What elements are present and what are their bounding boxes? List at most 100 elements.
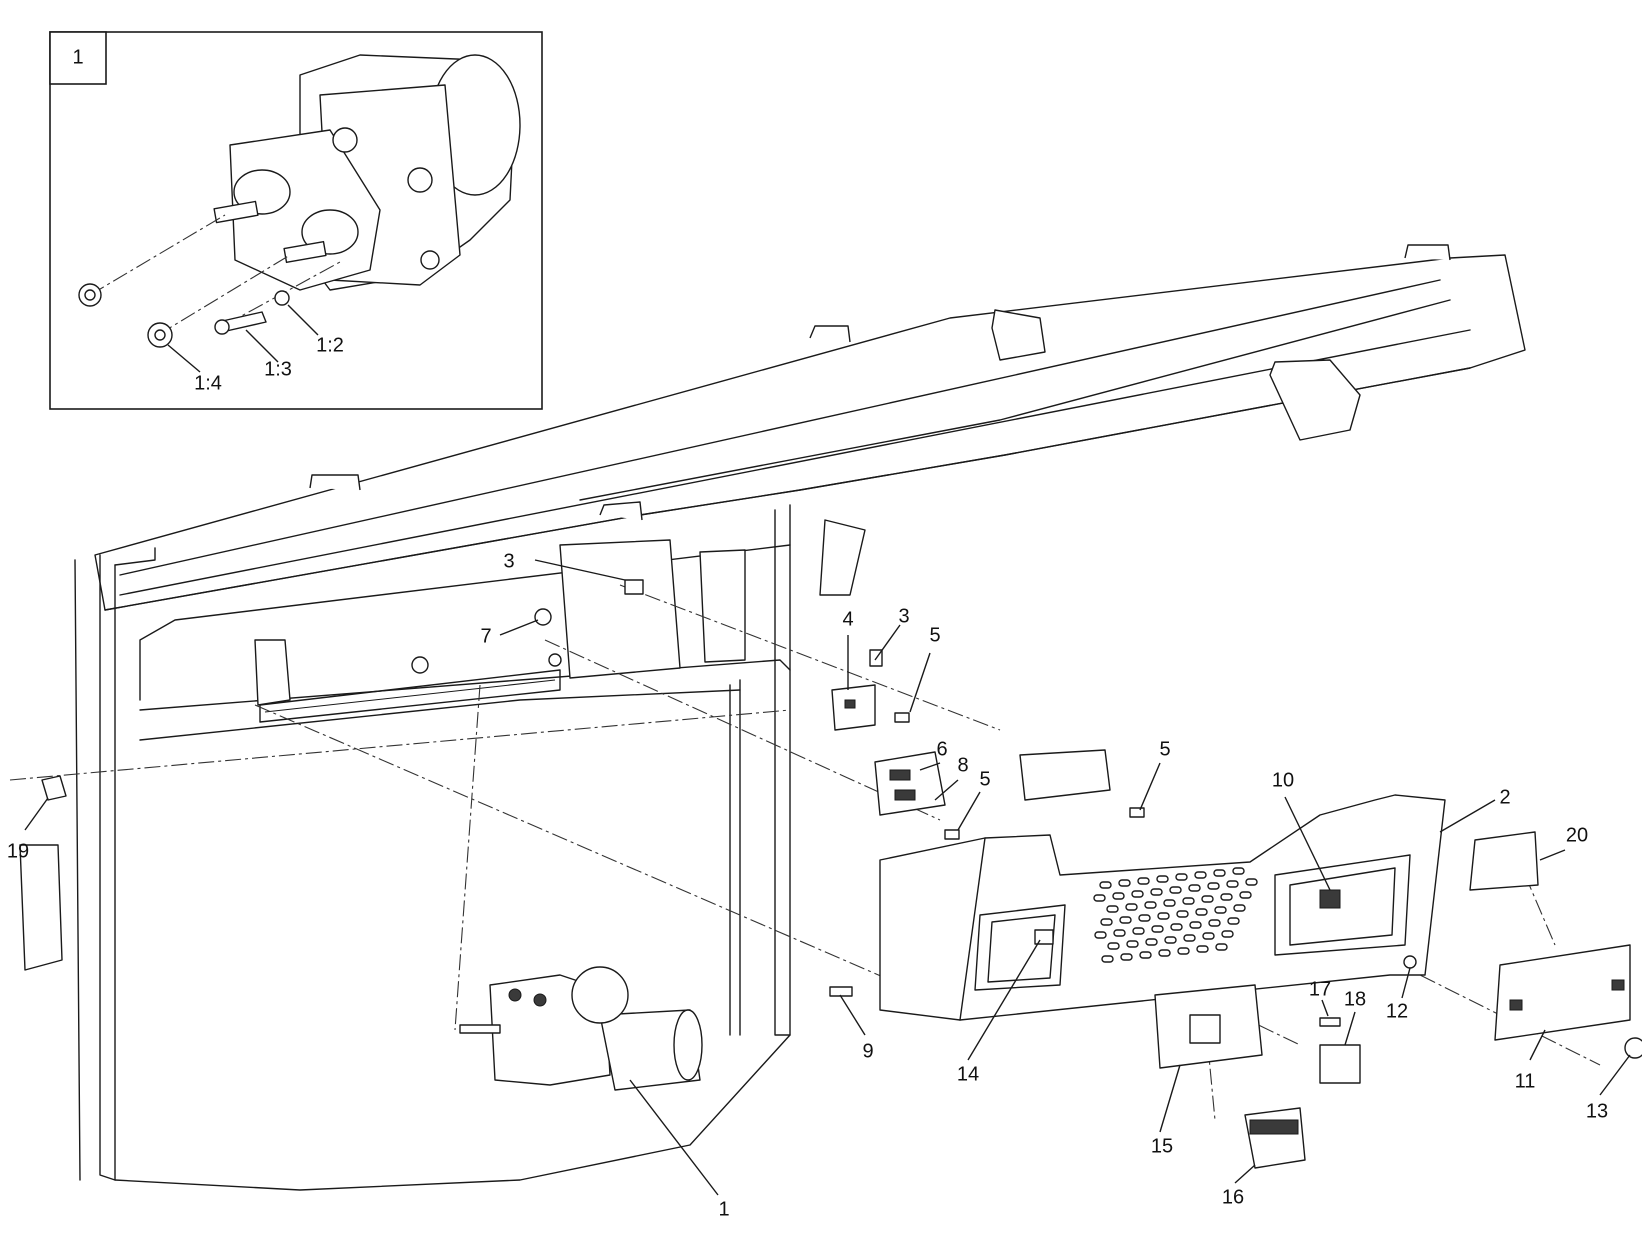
part-cover-plate-11 <box>1494 944 1631 1041</box>
callout-7: 7 <box>480 625 491 647</box>
callout-20: 20 <box>1566 824 1588 846</box>
vent-hole <box>1202 932 1215 940</box>
part-bezel-15 <box>1154 984 1263 1069</box>
vent-hole <box>1201 895 1214 903</box>
part-label-20 <box>1469 831 1539 891</box>
vent-hole <box>1208 919 1221 927</box>
callout-6: 6 <box>936 738 947 760</box>
vent-hole <box>1213 869 1226 877</box>
part-wiper-motor <box>459 966 703 1091</box>
callout-5b: 5 <box>1159 738 1170 760</box>
callout-3a: 3 <box>503 550 514 572</box>
vent-hole <box>1188 884 1201 892</box>
callout-4: 4 <box>842 608 853 630</box>
vent-hole <box>1176 910 1189 918</box>
vent-hole <box>1138 914 1151 922</box>
callout-9: 9 <box>862 1040 873 1062</box>
vent-hole <box>1101 955 1114 963</box>
vent-hole <box>1189 921 1202 929</box>
callout-16: 16 <box>1222 1186 1244 1208</box>
vent-hole <box>1158 949 1171 957</box>
vent-hole <box>1156 875 1169 883</box>
vent-hole <box>1220 893 1233 901</box>
vent-hole <box>1093 894 1106 902</box>
callout-18: 18 <box>1344 988 1366 1010</box>
vent-hole <box>1125 903 1138 911</box>
vent-hole <box>1120 953 1133 961</box>
vent-hole <box>1196 945 1209 953</box>
part-screw-9 <box>829 986 853 997</box>
vent-hole <box>1226 880 1239 888</box>
vent-hole <box>1195 908 1208 916</box>
vent-hole <box>1150 888 1163 896</box>
vent-hole <box>1094 931 1107 939</box>
part-label-18 <box>1319 1044 1361 1084</box>
vent-hole <box>1137 877 1150 885</box>
vent-hole <box>1175 873 1188 881</box>
vent-hole <box>1183 934 1196 942</box>
vent-hole <box>1107 942 1120 950</box>
part-screw-17 <box>1319 1017 1341 1027</box>
vent-hole <box>1144 901 1157 909</box>
callout-8: 8 <box>957 754 968 776</box>
vent-hole <box>1112 892 1125 900</box>
inset-callout-1-2: 1:2 <box>316 334 344 356</box>
vent-hole <box>1100 918 1113 926</box>
part-clip-19 <box>41 775 67 801</box>
part-knob-13 <box>1624 1037 1642 1059</box>
callout-14: 14 <box>957 1063 979 1085</box>
part-connector <box>1019 749 1111 801</box>
part-mount-14 <box>1034 929 1054 945</box>
vent-hole <box>1233 904 1246 912</box>
callout-17: 17 <box>1309 978 1331 1000</box>
inset-callout-1-3: 1:3 <box>264 358 292 380</box>
part-screws-5 <box>894 712 1145 840</box>
vent-hole <box>1119 916 1132 924</box>
part-rocker-switch-16 <box>1244 1107 1306 1169</box>
part-plug-7 <box>534 608 552 626</box>
callout-15: 15 <box>1151 1135 1173 1157</box>
callout-11: 11 <box>1515 1070 1536 1092</box>
inset-title: 1 <box>72 46 83 68</box>
callout-19: 19 <box>7 840 29 862</box>
vent-hole <box>1169 886 1182 894</box>
vent-hole <box>1170 923 1183 931</box>
callout-10: 10 <box>1272 769 1294 791</box>
leader-lines <box>24 559 1631 1196</box>
vent-hole <box>1207 882 1220 890</box>
callout-5c: 5 <box>979 768 990 790</box>
callout-12: 12 <box>1386 1000 1408 1022</box>
inset-callout-1-4: 1:4 <box>194 372 222 394</box>
vent-hole <box>1106 905 1119 913</box>
vent-hole <box>1113 929 1126 937</box>
vent-hole <box>1131 890 1144 898</box>
vent-hole <box>1239 891 1252 899</box>
vent-hole <box>1164 936 1177 944</box>
vent-hole <box>1139 951 1152 959</box>
vent-hole <box>1126 940 1139 948</box>
callout-5a: 5 <box>929 624 940 646</box>
vent-hole <box>1177 947 1190 955</box>
vent-hole <box>1194 871 1207 879</box>
vent-hole <box>1118 879 1131 887</box>
part-bracket-4 <box>831 684 876 731</box>
vent-hole <box>1232 867 1245 875</box>
vent-hole <box>1145 938 1158 946</box>
callout-labels: 1 2 3 3 4 5 5 5 6 7 8 9 10 11 12 13 14 1… <box>7 550 1608 1220</box>
vent-hole <box>1215 943 1228 951</box>
part-switch-6-8 <box>874 751 946 816</box>
cab-frame <box>19 244 1526 1191</box>
callout-1: 1 <box>718 1198 729 1220</box>
part-vent-holes <box>1093 867 1258 963</box>
vent-hole <box>1099 881 1112 889</box>
part-panel-cover <box>879 794 1446 1021</box>
vent-hole <box>1221 930 1234 938</box>
callout-3b: 3 <box>898 605 909 627</box>
vent-hole <box>1163 899 1176 907</box>
inset-detail-box: 1 1:4 1:3 1:2 <box>49 31 543 410</box>
callout-13: 13 <box>1586 1100 1608 1122</box>
vent-hole <box>1132 927 1145 935</box>
callout-2: 2 <box>1499 786 1510 808</box>
vent-hole <box>1227 917 1240 925</box>
